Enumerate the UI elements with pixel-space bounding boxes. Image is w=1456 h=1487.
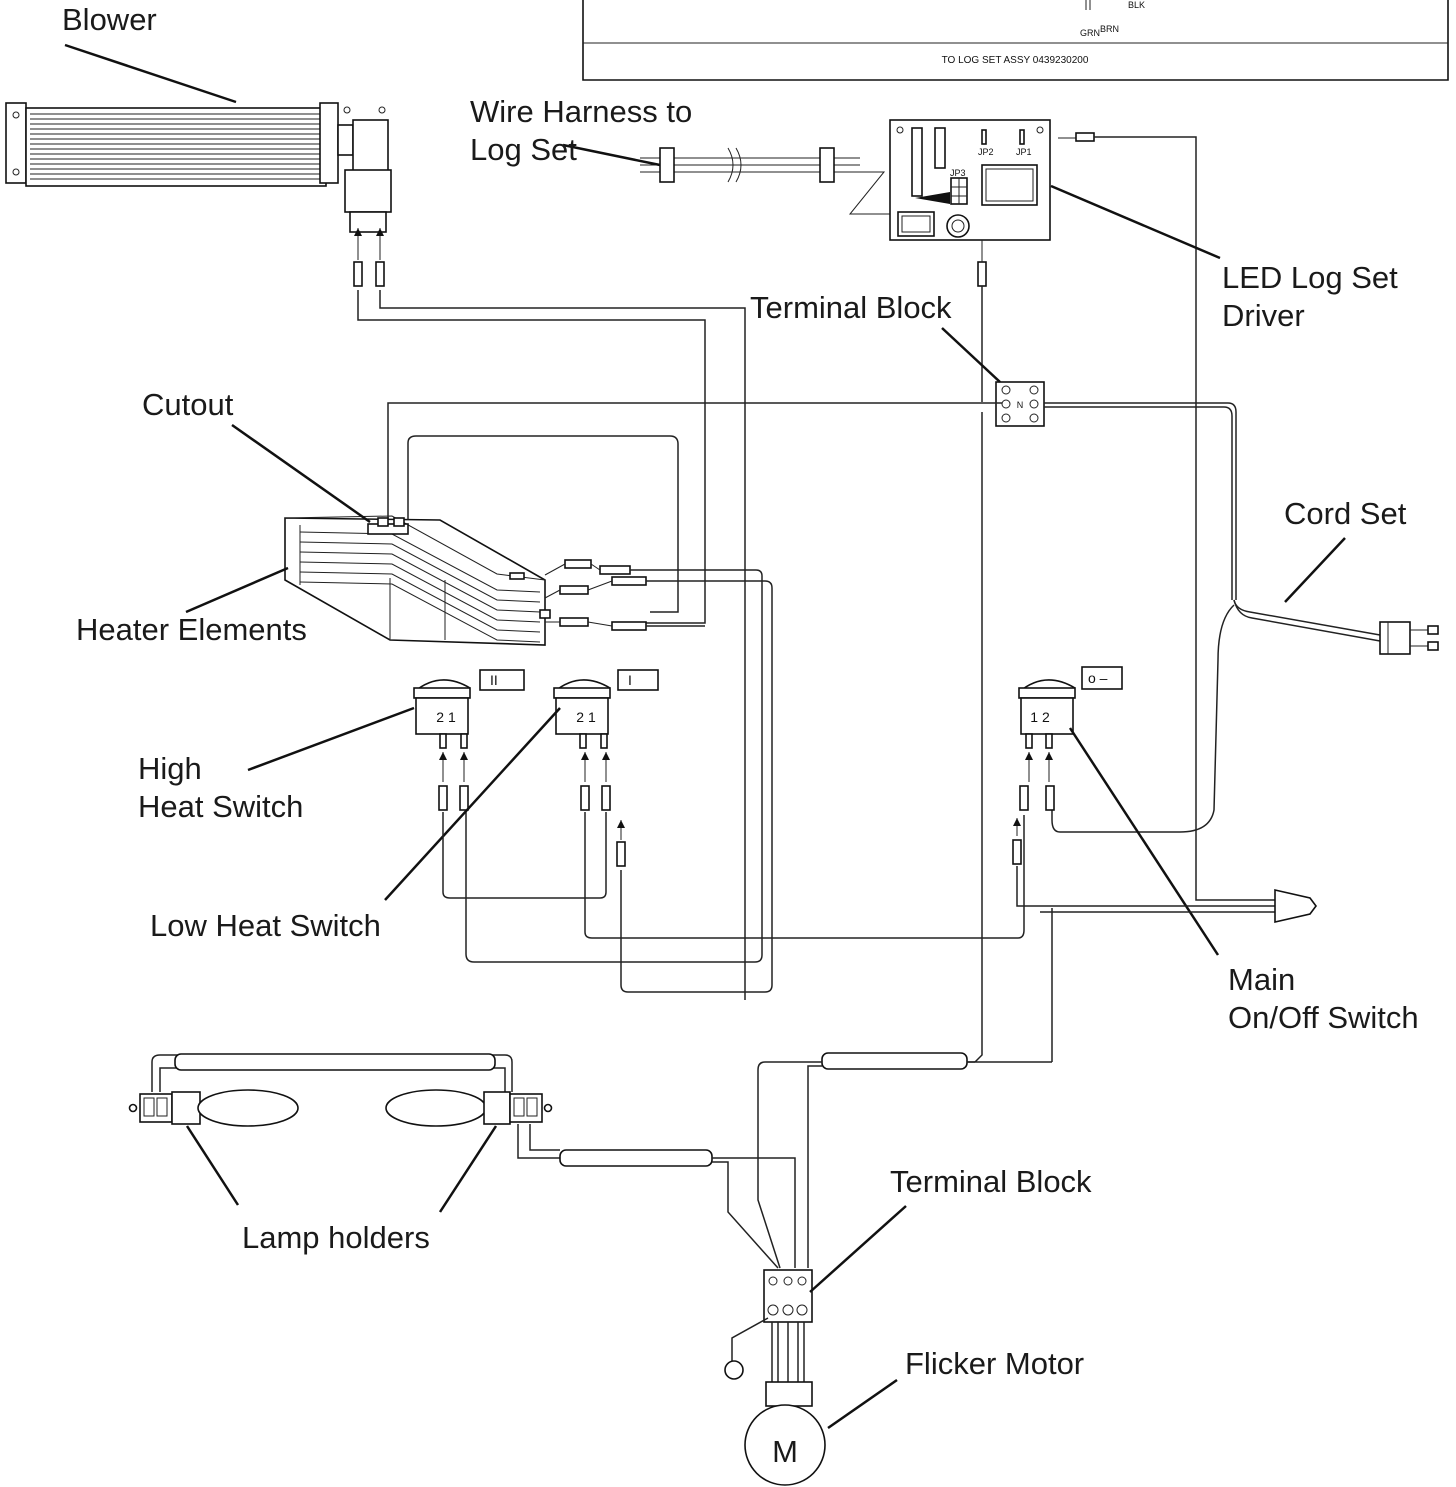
blower-fins [30, 113, 322, 180]
blower-connectors [353, 228, 385, 287]
cutout-loop-wire [407, 435, 679, 613]
lamp-assembly [128, 1053, 553, 1127]
blower [5, 102, 392, 233]
inset-wire-brn: BRN [1100, 24, 1119, 34]
terminal-block-top-leader [941, 327, 1001, 383]
low-heat-leader [384, 707, 561, 901]
left-lamp [197, 1089, 299, 1127]
low-heat-switch: 2 1 I [553, 669, 659, 867]
blower-label: Blower [62, 2, 157, 37]
low-heat-symbol: I [628, 672, 632, 688]
wire-harness-label-1: Wire Harness to [470, 94, 692, 129]
led-driver-label-1: LED Log Set [1222, 260, 1398, 295]
cord-set-leader [1284, 537, 1346, 603]
flicker-motor-label: Flicker Motor [905, 1346, 1084, 1381]
left-lamp-holder [171, 1091, 201, 1125]
heater-elements-leader [185, 566, 289, 614]
inset-wire-grn: GRN [1080, 28, 1100, 38]
main-symbol: o – [1088, 670, 1108, 686]
driver-neutral-connector [977, 261, 987, 287]
inset-frame [582, 0, 1449, 81]
heater-elements [284, 515, 546, 646]
heater-connectors [509, 559, 647, 631]
cord-set-label: Cord Set [1284, 496, 1407, 531]
right-lamp-holder [483, 1091, 511, 1125]
board-jp3: JP3 [950, 168, 966, 178]
flicker-motor-body [744, 1404, 826, 1486]
high-heat-leader [247, 706, 415, 772]
main-symbol-box [1081, 666, 1123, 690]
high-heat-label-1: High [138, 751, 202, 786]
motor-symbol: M [772, 1434, 798, 1469]
blower-wire-2 [379, 290, 746, 1000]
board-jp1: JP1 [1016, 147, 1032, 157]
main-terminals: 1 2 [1030, 709, 1050, 725]
wire-harness-label-2: Log Set [470, 132, 577, 167]
led-driver-label-2: Driver [1222, 298, 1305, 333]
inset-caption: TO LOG SET ASSY 0439230200 [942, 55, 1089, 66]
cord-set [1051, 599, 1439, 833]
lamp-wire-sleeve [559, 1149, 713, 1167]
lamp-holders-leader-right [438, 1125, 498, 1213]
lamp-holders-leader-left [185, 1125, 240, 1206]
driver-hot-wire [1094, 136, 1275, 901]
motor-harness-connector [1274, 888, 1317, 924]
trunk-wire-sleeve [821, 1052, 968, 1070]
blower-housing [25, 107, 327, 187]
high-heat-label-2: Heat Switch [138, 789, 303, 824]
log-set-inset: GRN BRN BLK TO LOG SET ASSY 0439230200 [582, 0, 1449, 81]
heater-element-coil [299, 541, 541, 603]
terminal-block-bottom-leader [809, 1205, 907, 1293]
terminal-block-top: N [995, 381, 1045, 427]
cutout-wire [387, 402, 1002, 520]
board-jp2: JP2 [978, 147, 994, 157]
driver-transformer [981, 164, 1038, 206]
switch-jumper [442, 812, 607, 899]
terminal-block-bottom-label: Terminal Block [890, 1164, 1092, 1199]
wire-harness [640, 147, 898, 215]
flicker-motor-leader [827, 1378, 898, 1430]
main-label-2: On/Off Switch [1228, 1000, 1419, 1035]
blower-wire-1 [357, 290, 706, 624]
cord-wire-a [1044, 402, 1237, 600]
cutout-leader [231, 423, 371, 524]
blower-leader [64, 43, 237, 104]
cutout-label: Cutout [142, 387, 234, 422]
driver-connector [1075, 132, 1095, 142]
blower-end-bracket [5, 102, 27, 184]
lamp-holders-label: Lamp holders [242, 1220, 430, 1255]
heater-element-coil [299, 531, 541, 593]
heater-elements-label: Heater Elements [76, 612, 307, 647]
main-switch-leader [1068, 727, 1220, 956]
high-heat-terminals: 2 1 [436, 709, 456, 725]
main-label-1: Main [1228, 962, 1295, 997]
terminal-block-top-label: Terminal Block [750, 290, 952, 325]
low-heat-symbol-box [617, 669, 659, 691]
high-heat-symbol-box [479, 669, 525, 691]
inset-wire-blk: BLK [1128, 0, 1145, 10]
main-switch: 1 2 o – [1012, 666, 1123, 865]
low-heat-label: Low Heat Switch [150, 908, 381, 943]
main-to-low-wire [584, 812, 1025, 939]
right-lamp [385, 1089, 487, 1127]
cord-plug [1379, 621, 1411, 655]
heater-wire-b [620, 580, 773, 993]
wire-harness-leader [562, 143, 661, 167]
low-heat-terminals: 2 1 [576, 709, 596, 725]
terminal-block-mark: N [1017, 400, 1024, 410]
led-driver-board: JP2 JP1 JP3 [889, 119, 1051, 241]
neutral-trunk [974, 412, 983, 1063]
led-driver-leader [1050, 184, 1221, 260]
flicker-motor: M [724, 1317, 826, 1486]
heater-wire-a [465, 569, 763, 963]
terminal-block-bottom [763, 1269, 813, 1323]
high-heat-symbol: II [490, 672, 498, 688]
high-heat-switch: 2 1 II [413, 669, 525, 811]
